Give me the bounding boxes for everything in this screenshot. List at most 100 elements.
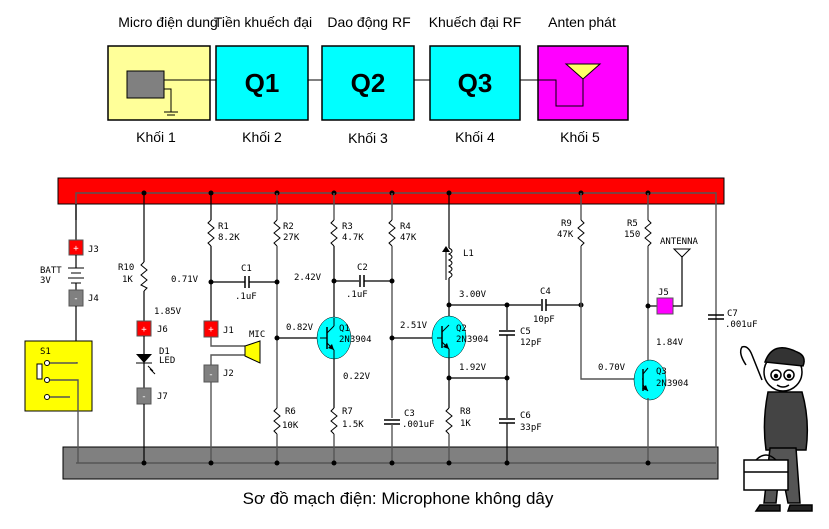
q2-type: 2N3904 [456,335,489,345]
inductor-adjust-icon [442,246,450,252]
r7-name: R7 [342,407,353,417]
block-diagram: Micro điện dung Khối 1 Tiền khuếch đại Q… [107,14,629,146]
diagram-caption: Sơ đồ mạch điện: Microphone không dây [243,489,554,508]
voltage-q1-collector: 2.42V [294,273,322,283]
c6-value: 33pF [520,423,542,433]
block-2-symbol: Q1 [245,68,280,98]
voltage-q1-emitter: 0.22V [343,372,371,382]
block-1-title: Micro điện dung [118,14,218,30]
switch-box[interactable] [24,340,93,412]
voltage-q2-collector: 3.00V [459,290,487,300]
j5-label: J5 [658,288,669,298]
j1-plus: + [208,325,214,335]
r4-name: R4 [400,222,411,232]
capacitor-c1 [244,276,250,288]
r5-name: R5 [627,219,638,229]
resistor-r2 [273,219,281,247]
switch-s1[interactable]: S1 [24,340,93,463]
block-4-box [429,45,521,121]
block-2-title: Tiền khuếch đại [214,14,312,30]
block-4-title: Khuếch đại RF [429,14,522,30]
capacitor-c5 [499,330,515,336]
r8-value: 1K [460,419,471,429]
block-3-box [321,45,415,121]
voltage-q2-base: 2.51V [400,321,428,331]
switch-label: S1 [40,347,51,357]
voltage-led: 1.85V [154,307,182,317]
r2-name: R2 [283,222,294,232]
antenna-icon [538,63,602,107]
resistor-r6 [273,407,281,435]
technician-illustration [739,345,813,512]
block-3-symbol: Q2 [351,68,386,98]
inductor-l1 [447,247,453,279]
j7-minus: - [141,392,146,402]
block-5: Anten phát Khối 5 [537,14,629,145]
led-icon [136,354,156,375]
block-5-title: Anten phát [548,14,616,30]
q3-section: R5 150 J5 ANTENNA 1.84V Q3 2N3904 [624,190,699,466]
resistor-r10 [140,261,148,292]
positive-rail [57,177,725,205]
block-4: Khuếch đại RF Q3 Khối 4 [429,14,522,145]
j3-label: J3 [88,245,99,255]
j7-label: J7 [157,392,168,402]
resistor-r4 [388,219,396,247]
schematic: + J3 BATT 3V - J4 S1 [24,177,758,480]
jack-j5 [656,297,674,315]
r9-value: 47K [557,230,574,240]
q2-name: Q2 [456,324,467,334]
battery-icon [68,267,84,284]
j6-plus: + [141,325,147,335]
capacitor-c2 [359,275,365,287]
transistor-q2[interactable] [431,315,467,359]
q1-name: Q1 [339,324,350,334]
r9-name: R9 [561,219,572,229]
voltage-q1-base: 0.82V [286,323,314,333]
block-3-caption: Khối 3 [348,130,388,146]
antenna-symbol-icon [672,248,692,258]
resistor-r7 [330,407,338,435]
q1-type: 2N3904 [339,335,372,345]
j6-label: J6 [157,325,168,335]
mic-label: MIC [249,330,265,340]
battery-value: 3V [40,276,51,286]
block-4-caption: Khối 4 [455,129,495,145]
c7-value: .001uF [725,320,758,330]
r10-value: 1K [122,275,133,285]
r1-name: R1 [218,222,229,232]
j4-minus: - [73,294,78,304]
r4-value: 47K [400,233,417,243]
transistor-q3[interactable] [633,359,667,401]
mic-section: R1 8.2K 0.71V C1 .1uF + J1 MIC - J2 [171,190,277,466]
c5-value: 12pF [520,338,542,348]
capacitor-c6 [499,418,515,424]
j2-minus: - [208,370,213,380]
c4-value: 10pF [533,315,555,325]
led-name: D1 [159,347,170,357]
battery-section: + J3 BATT 3V - J4 [40,204,99,362]
l1-name: L1 [463,249,474,259]
c1-name: C1 [241,264,252,274]
r10-name: R10 [118,263,134,273]
block-2-caption: Khối 2 [242,129,282,145]
transistor-q1[interactable] [316,316,352,360]
voltage-q2-emitter: 1.92V [459,363,487,373]
capacitor-c7 [708,314,724,320]
capacitor-c4 [541,299,547,311]
microphone-icon [126,70,210,116]
block-4-symbol: Q3 [458,68,493,98]
q2-bias-section: R4 47K 2.51V C3 .001uF [384,190,437,466]
mic-icon [244,340,261,364]
r5-value: 150 [624,230,640,240]
block-1-caption: Khối 1 [136,129,176,145]
j4-label: J4 [88,294,99,304]
r3-name: R3 [342,222,353,232]
voltage-mic: 0.71V [171,275,199,285]
block-3: Dao động RF Q2 Khối 3 [321,14,415,146]
block-3-title: Dao động RF [327,14,410,30]
block-1: Micro điện dung Khối 1 [107,14,218,145]
r6-name: R6 [285,407,296,417]
vcc-trace [75,192,717,448]
